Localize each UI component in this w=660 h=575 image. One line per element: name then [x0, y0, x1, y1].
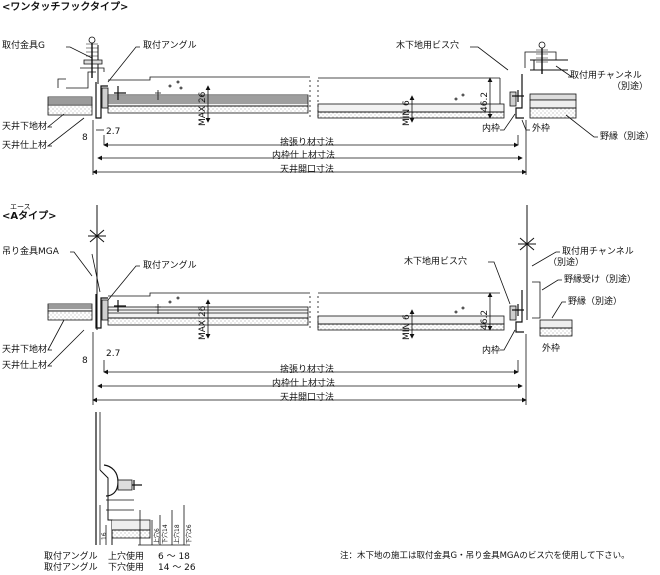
label-hanger: 吊り金具MGA: [2, 247, 59, 257]
label-ceiling-finish-2: 天井仕上材: [2, 361, 48, 371]
note: 注：木下地の施工は取付金具G・吊り金具MGAのビス穴を使用して下さい。: [340, 551, 630, 561]
label-channel-note: （別途）: [612, 82, 649, 92]
section1-title: <ワンタッチフックタイプ>: [2, 2, 129, 13]
label-joist-receiver: 野縁受け（別途）: [564, 275, 637, 285]
label-joist-2: 野縁（別途）: [568, 297, 623, 307]
label-inner-frame-2: 内枠: [482, 346, 501, 356]
dim-min6: MIN 6: [402, 100, 412, 126]
detail-dim-16: 16: [101, 532, 108, 540]
dim-2-7-2: 2.7: [106, 349, 121, 359]
dim-min6-2: MIN 6: [402, 314, 412, 340]
dim-8: 8: [82, 133, 88, 143]
detail-dim-lower26: 下穴26: [186, 524, 193, 544]
detail-dim-upper6: 上穴6: [154, 528, 161, 544]
section2-title-ruby: エース: [10, 203, 31, 211]
detail-row1-use: 上穴使用: [108, 552, 145, 562]
label-angle: 取付アングル: [143, 41, 197, 51]
detail-row2-use: 下穴使用: [108, 563, 145, 573]
label-outer-frame-2: 外枠: [542, 344, 561, 354]
detail-row2-range: 14 ～ 26: [158, 563, 196, 573]
detail-row1-label: 取付アングル: [44, 552, 98, 562]
detail-row2-label: 取付アングル: [44, 563, 98, 573]
label-channel-note-2: （別途）: [548, 258, 585, 268]
label-channel: 取付用チャンネル: [570, 71, 642, 81]
dim-max26-2: MAX 26: [198, 305, 208, 340]
section2-title: <Aタイプ>: [2, 211, 57, 222]
detail-drawing: [95, 412, 190, 546]
dim-inner-finish: 内枠仕上材寸法: [272, 151, 336, 161]
label-ceiling-base-2: 天井下地材: [2, 345, 48, 355]
label-ceiling-finish: 天井仕上材: [2, 141, 48, 151]
label-joist: 野縁（別途）: [600, 132, 655, 142]
label-angle-2: 取付アングル: [143, 261, 197, 271]
dim-opening: 天井開口寸法: [280, 165, 335, 175]
dim-2-7: 2.7: [106, 127, 121, 137]
section1-drawing: [46, 36, 598, 175]
section2-drawing: [47, 205, 573, 405]
dim-8-2: 8: [82, 356, 88, 366]
detail-dim-upper18: 上穴18: [174, 524, 181, 544]
label-channel-2: 取付用チャンネル: [562, 247, 634, 257]
ceiling-finish-left: [47, 104, 93, 116]
label-inner-frame: 内枠: [482, 124, 501, 134]
detail-dim-lower14: 下穴14: [162, 524, 169, 544]
label-ceiling-base: 天井下地材: [2, 122, 48, 132]
dim-inner-finish-2: 内枠仕上材寸法: [272, 379, 336, 389]
dim-46-2-2: 46.2: [480, 309, 490, 330]
dim-max26: MAX 26: [198, 91, 208, 126]
label-screw-hole: 木下地用ビス穴: [396, 41, 460, 51]
dim-46-2: 46.2: [480, 91, 490, 112]
label-outer-frame: 外枠: [532, 124, 551, 134]
detail-row1-range: 6 ～ 18: [158, 552, 190, 562]
dim-sutebari-2: 捨張り材寸法: [280, 365, 335, 375]
dim-opening-2: 天井開口寸法: [280, 393, 335, 403]
label-fitting-g: 取付金具G: [2, 41, 45, 51]
dim-sutebari: 捨張り材寸法: [280, 138, 335, 148]
label-screw-hole-2: 木下地用ビス穴: [404, 257, 468, 267]
